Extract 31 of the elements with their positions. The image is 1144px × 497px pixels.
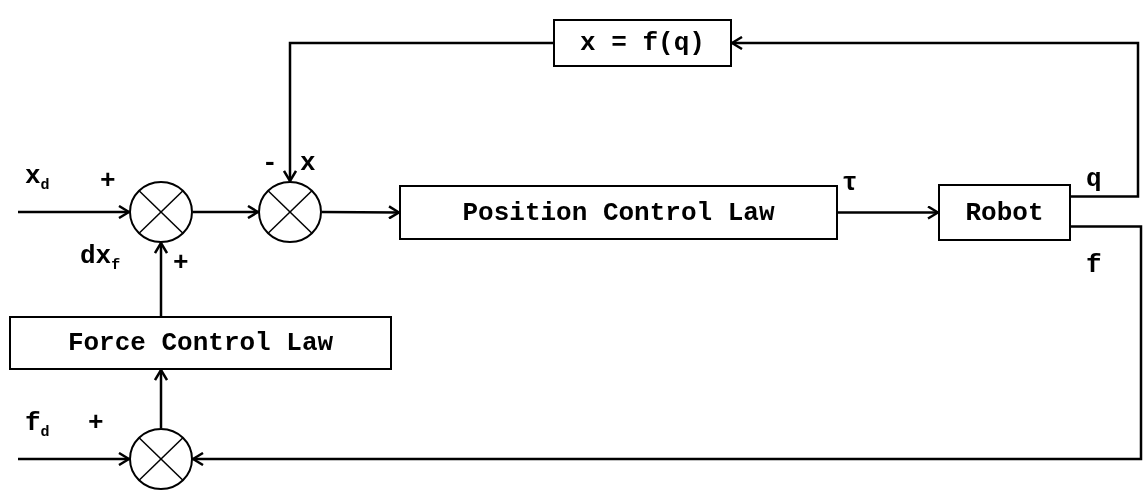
arrow (153, 241, 169, 316)
arrow (838, 205, 940, 220)
arrow (322, 205, 401, 220)
sign-label: + (173, 250, 189, 276)
block-box (9, 316, 392, 370)
signal-label: x$_{d}$ (25, 163, 50, 194)
block-label: Robot (965, 197, 1044, 228)
signal-label: τ (842, 170, 858, 196)
signal-label: f$_{d}$ (25, 410, 50, 441)
summing-junction (129, 428, 193, 490)
signal-label: dx$_{f}$ (80, 243, 121, 274)
block-label: Force Control Law (67, 328, 334, 358)
block-box (553, 19, 732, 67)
arrow (191, 225, 1143, 467)
arrow (193, 204, 260, 220)
signal-label: q (1086, 166, 1102, 192)
arrow (18, 451, 131, 467)
sign-label: + (88, 410, 104, 436)
signal-label: f (1086, 252, 1102, 278)
block-label: x = f(q) (580, 28, 705, 58)
arrow (18, 204, 131, 220)
block-box (399, 185, 838, 240)
arrow (153, 368, 169, 428)
block-label: Position Control Law (462, 197, 775, 228)
sign-label: - (262, 150, 278, 176)
summing-junction (258, 181, 322, 243)
sign-label: + (100, 168, 116, 194)
arrow (282, 41, 553, 183)
summing-junction (129, 181, 193, 243)
block-box (938, 184, 1071, 241)
signal-label: x (300, 150, 316, 176)
